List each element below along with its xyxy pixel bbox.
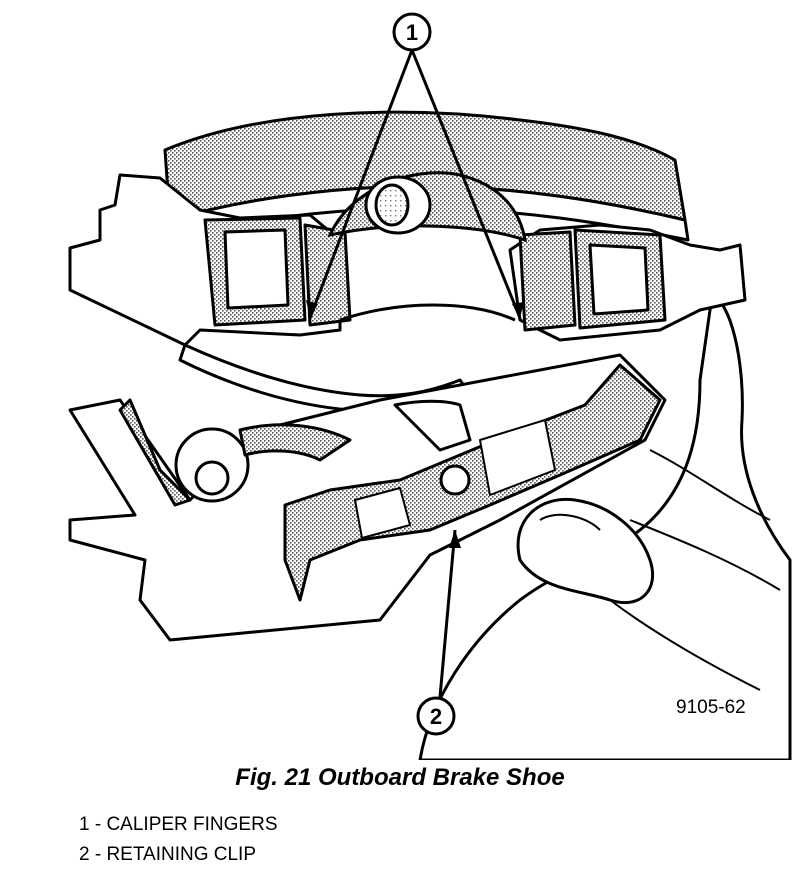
caliper-fingers [203,216,667,332]
svg-text:2: 2 [430,704,442,729]
legend-item: 2 - RETAINING CLIP [79,844,257,865]
callout-2: 2 [416,529,461,736]
brake-pad [163,110,690,242]
caliper-bore [327,171,527,322]
legend: 1 - CALIPER FINGERS 2 - RETAINING CLIP [79,810,278,870]
callout-1: 1 [306,12,524,319]
figure-code: 9105-62 [676,697,746,718]
brake-shoe-illustration: 1 2 [68,12,792,760]
retaining-clip [283,363,662,602]
figure-caption: Fig. 21 Outboard Brake Shoe [235,764,565,791]
legend-item: 1 - CALIPER FINGERS [79,814,278,835]
svg-text:1: 1 [406,20,418,45]
hand [418,294,792,760]
